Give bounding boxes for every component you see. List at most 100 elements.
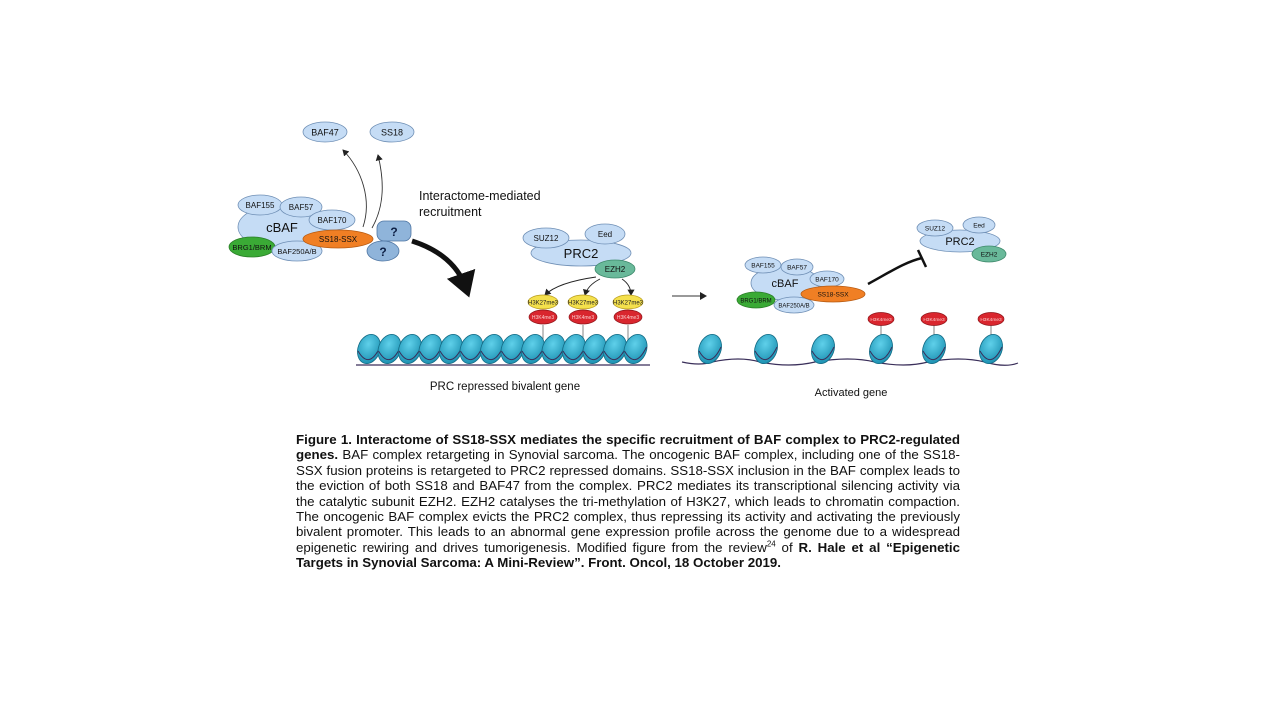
h3k27-label: H3K27me3 xyxy=(528,301,559,307)
prc2-complex-evicted: SUZ12 Eed PRC2 EZH2 xyxy=(916,216,1007,263)
suz12-oval xyxy=(522,227,570,249)
h3k4-label: H3K4me3 xyxy=(980,317,1002,323)
nucleosome xyxy=(811,334,835,364)
ezh2-label: EZH2 xyxy=(981,252,998,259)
nucleosome xyxy=(869,334,893,364)
nucleosome xyxy=(623,334,648,364)
eed-label: Eed xyxy=(598,230,612,239)
h3k4-mark xyxy=(568,309,598,325)
cbaf-complex-right: BAF155 BAF57 BAF170 cBAF BRG1/BRM BAF250… xyxy=(736,256,866,314)
ezh2-label: EZH2 xyxy=(605,265,626,274)
h3k27-mark xyxy=(567,294,599,310)
figure-diagram: BAF47 SS18 BAF155 BAF57 BAF170 cBAF BRG1… xyxy=(228,121,1019,399)
caption-title: Figure 1. Interactome of SS18-SSX mediat… xyxy=(296,432,960,463)
suz12-oval xyxy=(916,219,954,237)
cbaf-label: cBAF xyxy=(266,220,298,235)
h3k27-label: H3K27me3 xyxy=(613,301,644,307)
suz12-label: SUZ12 xyxy=(534,234,559,243)
h3k27-label: H3K27me3 xyxy=(568,301,599,307)
ss18-ssx-oval xyxy=(302,229,374,249)
baf57-label: BAF57 xyxy=(289,203,314,212)
baf57-oval xyxy=(780,258,814,276)
baf47-oval xyxy=(302,121,348,143)
repressed-gene-label: PRC repressed bivalent gene xyxy=(430,381,580,393)
h3k27-mark xyxy=(527,294,559,310)
caption-citation: R. Hale et al “Epigenetic Targets in Syn… xyxy=(296,539,960,571)
baf57-label: BAF57 xyxy=(787,265,807,272)
baf57-oval xyxy=(279,196,323,218)
recruitment-label-line1: Interactome-mediated xyxy=(419,189,541,203)
baf155-label: BAF155 xyxy=(751,263,775,270)
h3k4-mark xyxy=(977,312,1005,326)
recruitment-label-line2: recruitment xyxy=(419,205,482,219)
baf155-oval xyxy=(744,256,782,274)
methylation-arrow-2 xyxy=(583,278,601,296)
chromatin-repressed xyxy=(356,334,650,366)
h3k27-mark xyxy=(612,294,644,310)
eed-oval xyxy=(584,223,626,245)
eed-oval xyxy=(962,216,996,234)
baf47-label: BAF47 xyxy=(311,128,339,138)
histone-marks-activated: H3K4me3 H3K4me3 H3K4me3 xyxy=(867,312,1005,343)
activated-gene-label: Activated gene xyxy=(815,387,888,399)
nucleosome xyxy=(922,334,946,364)
nucleosome xyxy=(439,334,463,364)
baf250-oval xyxy=(773,296,815,314)
methylation-arrow-1 xyxy=(544,276,597,296)
eviction-arrow-baf47 xyxy=(342,149,367,228)
h3k4-label: H3K4me3 xyxy=(923,317,945,323)
prc2-complex-middle: SUZ12 Eed PRC2 EZH2 xyxy=(522,223,636,279)
baf155-label: BAF155 xyxy=(246,201,275,210)
dna-strand xyxy=(681,358,1019,366)
methylation-arrow-3 xyxy=(621,278,635,296)
brg1-oval xyxy=(736,291,776,309)
h3k4-mark xyxy=(528,309,558,325)
unknown-partner-mark: ? xyxy=(390,225,397,239)
chromatin-activated xyxy=(681,334,1019,366)
nucleosome xyxy=(480,334,504,364)
h3k4-mark xyxy=(613,309,643,325)
ezh2-oval xyxy=(594,259,636,279)
baf250-label: BAF250A/B xyxy=(778,304,809,310)
evicted-subunits: BAF47 SS18 xyxy=(302,121,415,143)
h3k4-label: H3K4me3 xyxy=(617,315,639,321)
prc2-label: PRC2 xyxy=(564,246,599,261)
eviction-inhibition-arrow xyxy=(867,256,923,286)
eviction-arrow-ss18 xyxy=(371,154,383,229)
h3k4-label: H3K4me3 xyxy=(532,315,554,321)
caption-ref-number: 24 xyxy=(766,539,776,549)
unknown-partner-box xyxy=(376,220,412,242)
prc2-label: PRC2 xyxy=(945,236,974,248)
baf250-label: BAF250A/B xyxy=(277,247,316,256)
h3k4-label: H3K4me3 xyxy=(870,317,892,323)
nucleosome xyxy=(377,334,402,364)
ss18-ssx-label: SS18-SSX xyxy=(817,292,849,299)
h3k4-mark xyxy=(920,312,948,326)
nucleosome xyxy=(754,334,778,364)
h3k4-label: H3K4me3 xyxy=(572,315,594,321)
eed-label: Eed xyxy=(973,223,985,230)
nucleosome xyxy=(979,334,1003,364)
ezh2-oval xyxy=(971,245,1007,263)
brg1-label: BRG1/BRM xyxy=(232,243,271,252)
ss18-oval xyxy=(369,121,415,143)
baf250-oval xyxy=(271,240,323,262)
cbaf-complex-left: BAF155 BAF57 BAF170 cBAF BRG1/BRM BAF250… xyxy=(228,194,412,262)
unknown-partner-mark-2: ? xyxy=(379,245,386,259)
baf170-label: BAF170 xyxy=(815,277,839,284)
brg1-label: BRG1/BRM xyxy=(740,299,771,305)
inhibition-bar xyxy=(916,249,928,268)
nucleosome xyxy=(698,334,722,364)
ss18-ssx-oval xyxy=(800,285,866,303)
caption-of: of xyxy=(775,539,799,555)
ss18-ssx-label: SS18-SSX xyxy=(319,235,358,244)
figure-caption: Figure 1. Interactome of SS18-SSX mediat… xyxy=(296,432,960,571)
recruitment-arrow xyxy=(411,238,476,298)
h3k4-mark xyxy=(867,312,895,326)
histone-marks-repressed: H3K27me3 H3K27me3 H3K27me3 H3K4me3 H3K4m… xyxy=(527,294,644,345)
suz12-label: SUZ12 xyxy=(925,226,946,233)
cbaf-label: cBAF xyxy=(772,278,799,290)
baf170-label: BAF170 xyxy=(318,216,347,225)
caption-body: BAF complex retargeting in Synovial sarc… xyxy=(296,447,960,555)
ss18-label: SS18 xyxy=(381,128,403,138)
